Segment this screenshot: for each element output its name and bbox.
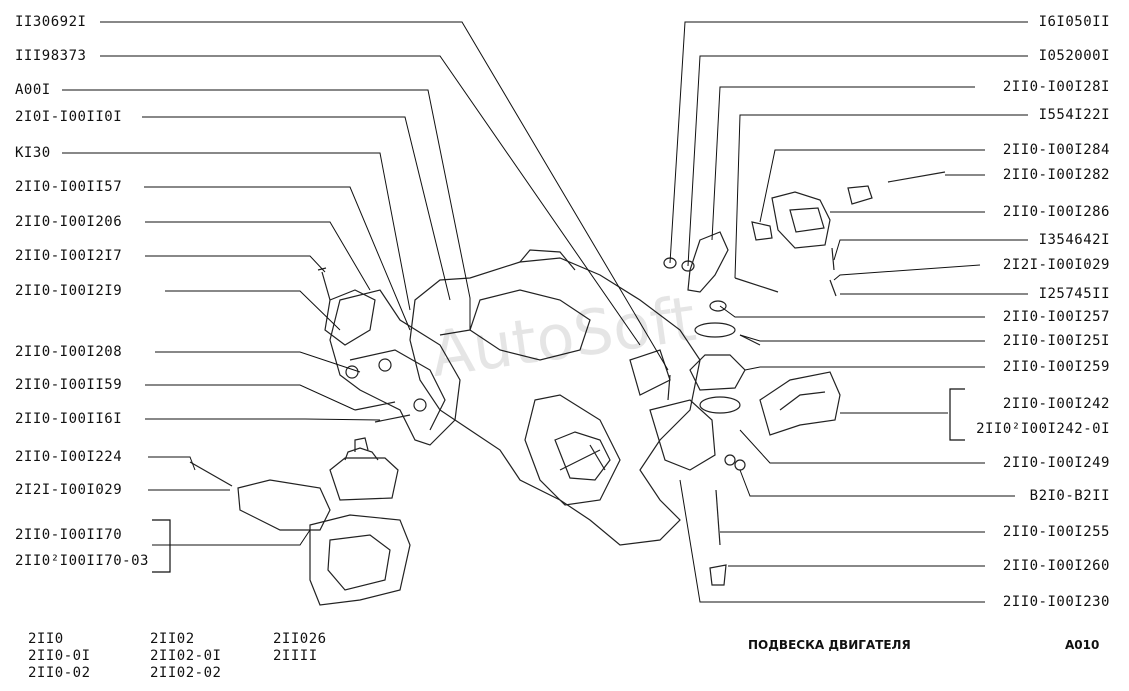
label-right-10: I25745II [1038, 286, 1110, 302]
label-left-10: 2II0-I00I208 [15, 344, 123, 360]
model-2-2: 2II02-0I [150, 648, 222, 664]
label-left-1: II30692I [15, 14, 87, 30]
model-1-3: 2II0-02 [28, 665, 91, 681]
page-title: ПОДВЕСКА ДВИГАТЕЛЯ [748, 638, 911, 652]
label-left-12: 2II0-I00II6I [15, 411, 123, 427]
label-right-12: 2II0-I00I25I [1002, 333, 1110, 349]
label-right-15: 2II0²I00I242-0I [976, 421, 1110, 437]
label-right-14: 2II0-I00I242 [1002, 396, 1110, 412]
label-left-5: KI30 [15, 145, 51, 161]
rear-mount-cushion [771, 191, 831, 249]
label-right-6: 2II0-I00I282 [1002, 167, 1110, 183]
label-left-8: 2II0-I00I2I7 [15, 248, 123, 264]
label-left-9: 2II0-I00I2I9 [15, 283, 123, 299]
right-heat-shield [759, 371, 841, 436]
label-left-16: 2II0²I00II70-03 [15, 553, 149, 569]
label-right-5: 2II0-I00I284 [1002, 142, 1110, 158]
label-left-6: 2II0-I00II57 [15, 179, 123, 195]
left-bracket [329, 289, 461, 446]
label-left-3: A00I [15, 82, 51, 98]
label-right-16: 2II0-I00I249 [1002, 455, 1110, 471]
label-right-2: I052000I [1038, 48, 1110, 64]
model-3-2: 2IIII [273, 648, 318, 664]
label-right-19: 2II0-I00I260 [1002, 558, 1110, 574]
label-right-18: 2II0-I00I255 [1002, 524, 1110, 540]
right-lower-bracket [649, 399, 716, 471]
model-2-1: 2II02 [150, 631, 195, 647]
label-right-4: I554I22I [1038, 107, 1110, 123]
label-right-11: 2II0-I00I257 [1002, 309, 1110, 325]
label-right-7: 2II0-I00I286 [1002, 204, 1110, 220]
front-lower-bracket [309, 514, 411, 606]
label-right-17: B2I0-B2II [1029, 488, 1110, 504]
model-3-1: 2II026 [273, 631, 327, 647]
label-right-9: 2I2I-I00I029 [1002, 257, 1110, 273]
label-left-11: 2II0-I00II59 [15, 377, 123, 393]
label-left-14: 2I2I-I00I029 [15, 482, 123, 498]
engine-block-outline [409, 257, 701, 546]
label-left-2: III98373 [15, 48, 87, 64]
model-2-3: 2II02-02 [150, 665, 222, 681]
label-left-13: 2II0-I00I224 [15, 449, 123, 465]
front-mount-cushion [329, 457, 399, 501]
label-right-20: 2II0-I00I230 [1002, 594, 1110, 610]
label-right-1: I6I050II [1038, 14, 1110, 30]
model-1-1: 2II0 [28, 631, 64, 647]
label-right-3: 2II0-I00I28I [1002, 79, 1110, 95]
page-code: A010 [1065, 638, 1100, 652]
model-1-2: 2II0-0I [28, 648, 91, 664]
label-left-4: 2I0I-I00II0I [15, 109, 123, 125]
label-right-13: 2II0-I00I259 [1002, 359, 1110, 375]
label-right-8: I354642I [1038, 232, 1110, 248]
label-left-15: 2II0-I00II70 [15, 527, 123, 543]
right-small-bracket [687, 231, 729, 293]
label-left-7: 2II0-I00I206 [15, 214, 123, 230]
